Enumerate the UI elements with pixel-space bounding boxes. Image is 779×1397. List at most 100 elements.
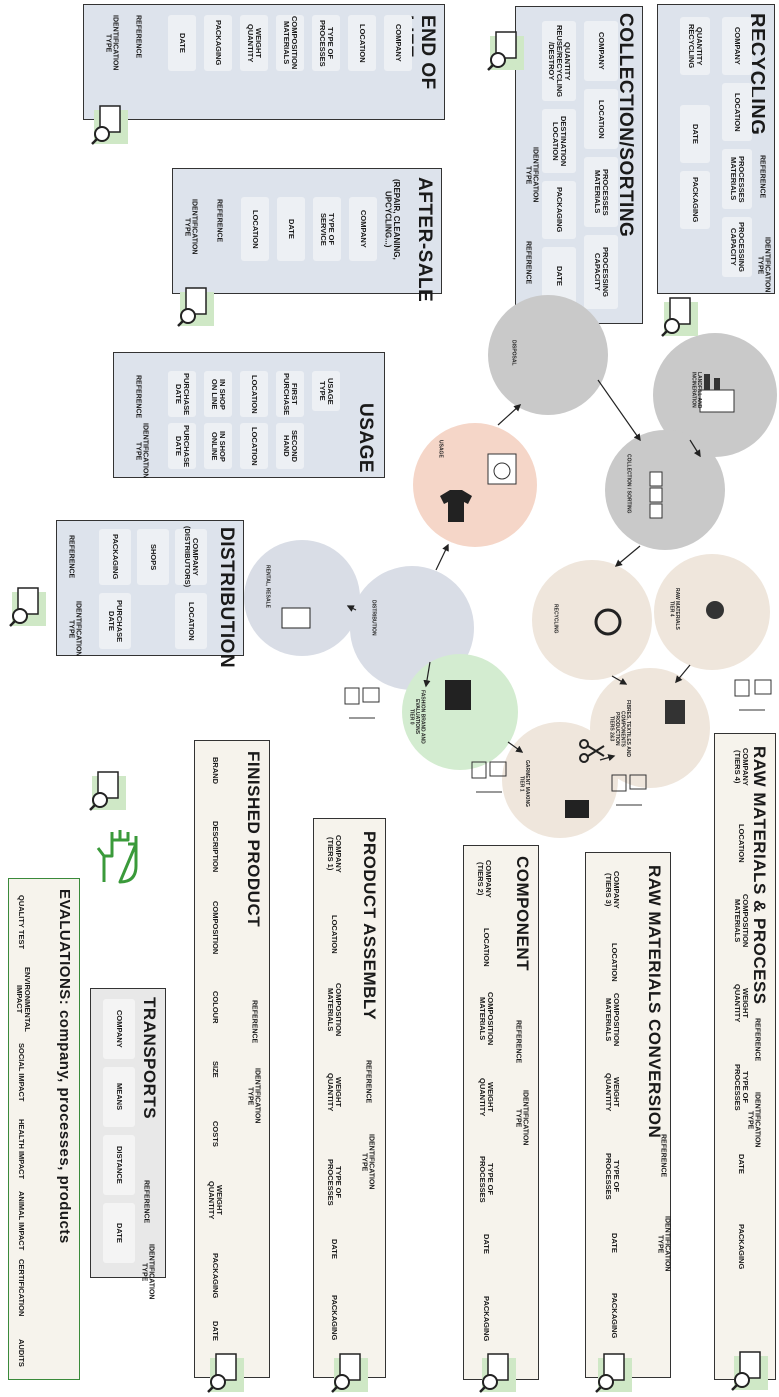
- component-title: COMPONENT: [513, 856, 532, 971]
- reference-header: REFERENCE: [67, 535, 75, 579]
- identification-type-header: IDENTIFICATION TYPE: [140, 1244, 155, 1300]
- raw-materials-cell: PACKAGING: [736, 1224, 746, 1270]
- distribution-cell: LOCATION: [175, 593, 207, 649]
- evaluations-cell: SOCIAL IMPACT: [16, 1043, 26, 1102]
- recycling-cell: QUANTITY RECYCLING: [680, 17, 710, 75]
- component-cell: COMPANY (TIERS 2): [475, 860, 493, 898]
- landfill-circle: [653, 333, 777, 457]
- recycling-cell: PACKAGING: [680, 171, 710, 229]
- collection-cell: PACKAGING: [542, 181, 576, 239]
- evaluations-cell: CERTIFICATION: [16, 1259, 26, 1317]
- finished-product-panel: FINISHED PRODUCT BRAND DESCRIPTION COMPO…: [194, 740, 270, 1378]
- reference-header: REFERENCE: [659, 1134, 667, 1178]
- usage-cell: FIRST PURCHASE: [276, 371, 304, 417]
- usage-cell: USAGE TYPE: [312, 371, 340, 411]
- clipboard-search-icon: [487, 31, 524, 71]
- collection-cell: DESTINATION LOCATION: [542, 109, 576, 173]
- end-of-life-panel: END OF LIFE COMPANY LOCATION TYPE OF PRO…: [83, 4, 445, 120]
- identification-type-header: IDENTIFICATION TYPE: [134, 423, 149, 479]
- usage-cell: PURCHASE DATE: [168, 371, 196, 417]
- raw-materials-conversion-title: RAW MATERIALS CONVERSION: [645, 865, 664, 1139]
- reference-header: REFERENCE: [215, 199, 223, 243]
- flow-arrow: [611, 675, 628, 685]
- reference-header: REFERENCE: [134, 15, 142, 59]
- clipboard-search-icon: [89, 771, 126, 811]
- reference-header: REFERENCE: [514, 1020, 522, 1064]
- clipboard-search-icon: [9, 587, 46, 627]
- garment-label: GARMENT MAKING TIER 1: [518, 760, 531, 807]
- flow-arrow: [507, 741, 524, 753]
- collection-sorting-panel: COLLECTION/SORTING COMPANY LOCATION PROC…: [515, 6, 643, 324]
- factory-icon: [445, 680, 471, 710]
- after-sale-cell: LOCATION: [241, 197, 269, 261]
- usage-cell: IN SHOP ONLINE: [204, 423, 232, 469]
- end-of-life-cell: WEIGHT QUANTITY: [240, 15, 268, 71]
- flow-arrow: [675, 664, 691, 684]
- finished-cell: COMPOSITION: [210, 901, 220, 955]
- recycling-label: RECYCLING: [552, 604, 559, 634]
- transports-cell: COMPANY: [103, 999, 135, 1059]
- clipboard-search-icon: [91, 105, 128, 145]
- assembly-cell: TYPE OF PROCESSES: [325, 1159, 343, 1206]
- end-of-life-cell: COMPOSITION MATERIALS: [276, 15, 304, 71]
- end-of-life-cell: TYPE OF PROCESSES: [312, 15, 340, 71]
- reference-header: REFERENCE: [753, 1018, 761, 1062]
- glove-icon: [96, 830, 138, 884]
- evaluations-cell: AUDITS: [16, 1339, 26, 1367]
- assembly-cell: COMPOSITION MATERIALS: [325, 983, 343, 1037]
- after-sale-subtitle: (REPAIR, CLEANING, UPCYCLING...): [383, 179, 401, 260]
- distribution-title: DISTRIBUTION: [216, 527, 237, 669]
- fibres-label: FIBRES, TEXTILES AND COMPONENTS PRODUCTI…: [608, 700, 632, 758]
- flow-arrow: [346, 605, 357, 612]
- usage-cell: LOCATION: [240, 423, 268, 469]
- raw-materials-cell: TYPE OF PROCESSES: [732, 1064, 750, 1111]
- distribution-cell: PURCHASE DATE: [99, 593, 131, 649]
- collection-sorting-title: COLLECTION/SORTING: [615, 13, 636, 238]
- usage-cell: PURCHASE DATE: [168, 423, 196, 469]
- evaluations-cell: ANIMAL IMPACT: [16, 1191, 26, 1251]
- component-cell: TYPE OF PROCESSES: [477, 1156, 495, 1203]
- raw-materials-process-title: RAW MATERIALS & PROCESS: [750, 746, 769, 1005]
- after-sale-panel: AFTER-SALE (REPAIR, CLEANING, UPCYCLING.…: [172, 168, 442, 302]
- recycling-panel: RECYCLING COMPANY LOCATION PROCESSES MAT…: [657, 4, 775, 294]
- transport-icons: [471, 761, 507, 793]
- finished-cell: BRAND: [210, 757, 220, 785]
- clipboard-search-icon: [661, 297, 698, 337]
- conversion-cell: TYPE OF PROCESSES: [603, 1153, 621, 1200]
- usage-cell: LOCATION: [240, 371, 268, 417]
- transports-cell: DATE: [103, 1203, 135, 1263]
- end-of-life-cell: LOCATION: [348, 15, 376, 71]
- landfill-label: LANDFILL AND INCINERATION: [690, 372, 703, 409]
- conversion-cell: COMPANY (TIERS 3): [603, 871, 621, 909]
- component-cell: DATE: [481, 1234, 491, 1254]
- assembly-cell: WEIGHT QUANTITY: [325, 1073, 343, 1112]
- finished-cell: COSTS: [210, 1121, 220, 1147]
- reference-header: REFERENCE: [134, 375, 142, 419]
- evaluations-panel: EVALUATIONS: company, processes, product…: [8, 878, 80, 1380]
- flow-arrow: [614, 545, 641, 567]
- identification-type-header: IDENTIFICATION TYPE: [656, 1216, 671, 1272]
- reference-header: REFERENCE: [250, 1000, 258, 1044]
- recycle-icon: [594, 608, 622, 636]
- bins-icon: [649, 471, 663, 519]
- finished-product-title: FINISHED PRODUCT: [244, 751, 263, 928]
- rental-resale-circle: [244, 540, 360, 656]
- product-assembly-title: PRODUCT ASSEMBLY: [360, 831, 379, 1021]
- factory-icon: [699, 374, 735, 413]
- evaluations-title: EVALUATIONS: company, processes, product…: [56, 889, 73, 1244]
- raw-materials-cell: COMPOSITION MATERIALS: [732, 894, 750, 948]
- recycling-cell: PROCESSES MATERIALS: [722, 149, 752, 209]
- reference-header: REFERENCE: [142, 1180, 150, 1224]
- after-sale-title: AFTER-SALE: [414, 177, 435, 303]
- after-sale-cell: TYPE OF SERVICE: [313, 197, 341, 261]
- collection-cell: QUANTITY REUSE/RECYCLING /DESTROY: [542, 21, 576, 101]
- raw-materials-process-panel: RAW MATERIALS & PROCESS COMPANY (TIERS 4…: [714, 733, 776, 1380]
- usage-cell: SECOND HAND: [276, 423, 304, 469]
- rental-resale-label: RENTAL, RESALE: [264, 565, 271, 608]
- textile-icon: [665, 700, 685, 724]
- usage-panel: USAGE USAGE TYPE FIRST PURCHASE SECOND H…: [113, 352, 385, 478]
- distribution-cell: PACKAGING: [99, 529, 131, 585]
- raw-materials-cell: COMPANY (TIERS 4): [732, 748, 750, 786]
- assembly-cell: DATE: [329, 1239, 339, 1259]
